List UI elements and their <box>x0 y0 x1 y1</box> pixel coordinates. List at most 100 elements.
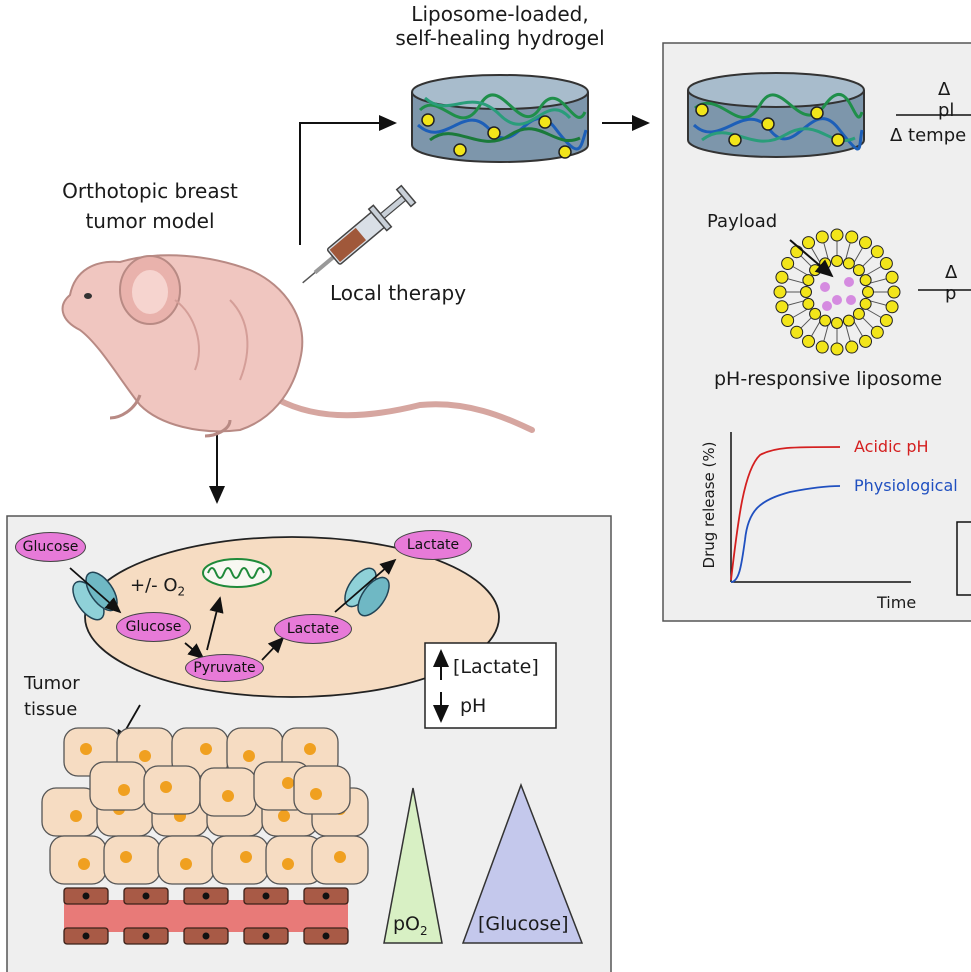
po2-text: pO <box>393 913 421 935</box>
tumor-tissue-label: Tumor tissue <box>24 671 80 723</box>
payload-molecule <box>822 301 832 311</box>
liposome-label: pH-responsive liposome <box>714 368 943 390</box>
syringe-icon <box>302 184 417 284</box>
pyruvate-pill: Pyruvate <box>185 654 264 682</box>
nucleus <box>282 858 294 870</box>
glucose-gradient-label: [Glucose] <box>478 913 569 935</box>
endothelial-cell-icon <box>123 887 169 905</box>
lipid-head-outer <box>815 340 829 354</box>
lipid-head-outer <box>859 236 872 250</box>
nucleus <box>118 784 130 796</box>
lipid-head-outer <box>830 228 844 242</box>
oxygen-text: +/- O <box>130 575 178 596</box>
endothelial-cell-icon <box>63 927 109 945</box>
tumor-tissue <box>41 727 369 885</box>
nucleus <box>78 858 90 870</box>
hydrogel-label-line2: self-healing hydrogel <box>395 26 605 50</box>
tumor-cell-icon <box>311 835 369 885</box>
lipid-head-outer <box>887 285 901 299</box>
arrow-pyruvate-lactate <box>261 636 285 661</box>
glucose-gradient <box>461 782 584 944</box>
nucleus <box>180 858 192 870</box>
oxygen-label: +/- O2 <box>130 575 185 599</box>
endothelial-cell-icon <box>303 887 349 905</box>
series-line-physiological <box>730 485 841 583</box>
tumor-label-line2: tissue <box>24 699 78 720</box>
payload-label: Payload <box>707 211 778 232</box>
nucleus <box>120 851 132 863</box>
endothelial-cell-icon <box>63 887 109 905</box>
payload-molecule <box>820 282 830 292</box>
lactate-box-label: [Lactate] <box>453 656 539 678</box>
nucleus <box>310 788 322 800</box>
tumor-cell-icon <box>293 765 351 815</box>
arrow-pyruvate-mito <box>206 596 224 651</box>
series-line-acidic <box>730 446 841 581</box>
hydrogel-label: Liposome-loaded, self-healing hydrogel <box>395 2 605 50</box>
lipid-head-inner <box>819 314 832 327</box>
po2-subscript: 2 <box>420 923 428 938</box>
lipid-head-inner <box>862 286 874 298</box>
chart-x-label: Time <box>877 593 917 612</box>
lactate-outside-pill: Lactate <box>394 530 472 560</box>
lipid-head-inner <box>809 264 822 277</box>
nucleus <box>222 790 234 802</box>
endothelial-cell-icon <box>303 927 349 945</box>
lipid-head-inner <box>842 314 855 327</box>
payload-molecule <box>832 295 842 305</box>
lipid-head-inner <box>800 286 812 298</box>
lipid-head-inner <box>852 264 865 277</box>
po2-gradient <box>383 787 443 944</box>
lipid-head-outer <box>815 230 829 244</box>
lipid-head-inner <box>859 274 872 287</box>
delta-ph-mid: Δ p <box>945 262 958 304</box>
ph-box-label: pH <box>460 695 487 717</box>
endothelial-cell-icon <box>243 887 289 905</box>
lipid-head-outer <box>845 230 859 244</box>
mouse-model-line2: tumor model <box>85 209 215 233</box>
mouse-icon <box>61 254 535 438</box>
release-chart <box>730 432 911 583</box>
arrow-glucose-pyruvate <box>184 642 205 660</box>
nucleus <box>334 851 346 863</box>
payload-arrow <box>789 239 834 278</box>
legend-acidic: Acidic pH <box>854 437 929 456</box>
lipid-head-outer <box>870 325 884 339</box>
arrow-to-hydrogel <box>299 115 397 245</box>
tumor-cell-icon <box>49 835 107 885</box>
chart-y-label: Drug release (%) <box>700 441 718 569</box>
tumor-cell-icon <box>103 835 161 885</box>
lipid-head-outer <box>830 342 844 356</box>
nucleus <box>304 743 316 755</box>
lipid-head-inner <box>802 274 815 287</box>
local-therapy-label: Local therapy <box>330 281 467 305</box>
endothelial-cell-icon <box>123 927 169 945</box>
hydrogel-label-line1: Liposome-loaded, <box>411 2 589 26</box>
lactate-inside-pill: Lactate <box>274 614 352 644</box>
lipid-head-outer <box>790 325 804 339</box>
hydrogel-dish-icon <box>411 74 589 163</box>
lipid-head-outer <box>781 314 795 327</box>
lipid-head-outer <box>870 245 884 259</box>
blood-vessel <box>63 887 349 945</box>
delta-ph-top: Δ pl <box>938 79 955 121</box>
tumor-cell-icon <box>89 761 147 811</box>
lipid-head-inner <box>859 297 872 310</box>
nucleus <box>160 781 172 793</box>
lipid-head-outer <box>859 334 872 348</box>
lipid-head-inner <box>852 307 865 320</box>
liposome-icon <box>773 228 901 356</box>
lipid-head-outer <box>879 314 893 327</box>
lipid-head-outer <box>775 300 789 314</box>
lipid-head-inner <box>809 307 822 320</box>
po2-label: pO2 <box>393 913 428 938</box>
delta-temperature: Δ tempe <box>890 125 967 146</box>
nucleus <box>80 743 92 755</box>
lipid-head-outer <box>802 334 815 348</box>
legend-physiological: Physiological <box>854 476 958 495</box>
oxygen-subscript: 2 <box>177 584 186 599</box>
lipid-head-inner <box>831 317 843 329</box>
tumor-label-line1: Tumor <box>24 673 80 694</box>
endothelial-cell-icon <box>183 887 229 905</box>
